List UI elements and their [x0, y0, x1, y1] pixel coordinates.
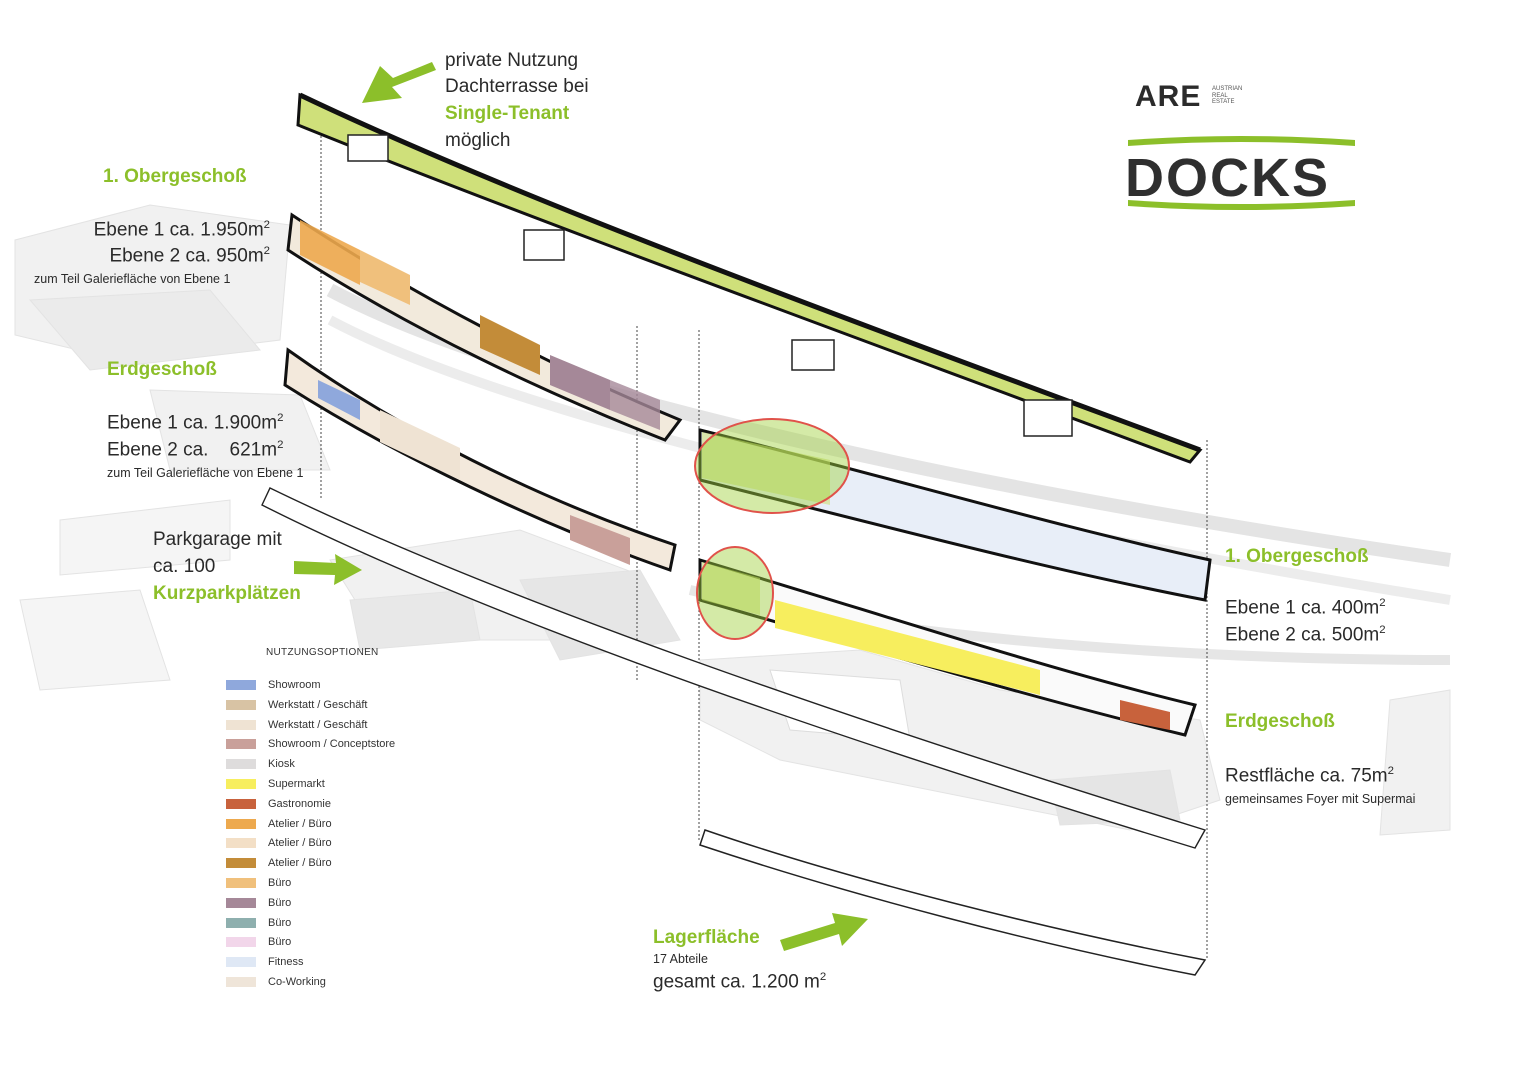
arrow-roof-icon: [362, 62, 436, 103]
legend-item: Gastronomie: [226, 797, 331, 811]
legend-swatch: [226, 680, 256, 690]
docks-logo: DOCKS: [1125, 148, 1331, 208]
legend-swatch: [226, 977, 256, 987]
legend-swatch: [226, 878, 256, 888]
legend-label: Showroom / Conceptstore: [268, 738, 396, 751]
storage-basement: [699, 829, 1207, 976]
right-upper-floor: [698, 428, 1212, 602]
right-ground-title: Erdgeschoß: [1225, 711, 1335, 732]
level-guide-lines: [320, 120, 1208, 960]
left-ground-area-1: Ebene 1 ca. 1.900m2: [107, 412, 284, 434]
right-upper-area-2: Ebene 2 ca. 500m2: [1225, 624, 1386, 646]
legend-swatch: [226, 818, 256, 829]
legend-item: Supermarkt: [226, 777, 325, 791]
legend-swatch: [226, 838, 256, 849]
highlight-rings: [694, 418, 850, 640]
left-ground-floor: [283, 347, 677, 572]
arrow-storage-icon: [780, 913, 868, 951]
roof-label-highlight: Single-Tenant: [445, 103, 570, 124]
legend-title: NUTZUNGSOPTIONEN: [266, 647, 379, 658]
legend-label: Büro: [268, 877, 292, 889]
legend-label: Co-Working: [268, 976, 326, 988]
legend-label: Fitness: [268, 956, 304, 969]
legend-item: Atelier / Büro: [226, 836, 332, 850]
legend-swatch: [226, 739, 256, 750]
legend-swatch: [226, 699, 256, 710]
legend-swatch: [226, 897, 256, 908]
legend-item: Fitness: [226, 955, 303, 969]
legend-label: Büro: [268, 936, 292, 949]
storage-title: Lagerfläche: [653, 927, 760, 948]
left-upper-area-1: Ebene 1 ca. 1.950m2: [93, 219, 270, 241]
legend-label: Atelier / Büro: [268, 857, 332, 870]
left-upper-area-2: Ebene 2 ca. 950m2: [109, 245, 270, 267]
roof-label-line-2: Dachterrasse bei: [445, 76, 589, 97]
legend-swatch: [226, 917, 256, 928]
are-logo: ARE: [1135, 80, 1202, 113]
legend-item: Büro: [226, 916, 291, 930]
left-ground-title: Erdgeschoß: [107, 359, 217, 380]
arrows: [294, 62, 868, 951]
legend-item: Kiosk: [226, 757, 295, 771]
legend-item: Büro: [226, 876, 291, 890]
legend-swatch: [226, 719, 256, 730]
legend-item: Atelier / Büro: [226, 817, 332, 831]
legend-swatch: [226, 858, 256, 869]
legend-label: Gastronomie: [268, 797, 331, 810]
parking-line-2: ca. 100: [153, 556, 216, 577]
legend-label: Showroom: [268, 679, 321, 691]
roof-terrace: [296, 92, 1203, 464]
legend-item: Showroom / Conceptstore: [226, 737, 395, 751]
parking-highlight: Kurzparkplätzen: [153, 583, 301, 604]
storage-total: gesamt ca. 1.200 m2: [653, 971, 827, 993]
legend-item: Büro: [226, 896, 291, 910]
roof-label-line-4: möglich: [445, 130, 511, 151]
arrow-parking-icon: [294, 554, 362, 585]
parking-line-1: Parkgarage mit: [153, 529, 282, 550]
legend-label: Werkstatt / Geschäft: [268, 698, 368, 711]
legend-item: Werkstatt / Geschäft: [226, 718, 367, 732]
right-upper-title: 1. Obergeschoß: [1225, 546, 1369, 567]
roof-label-line-1: private Nutzung: [445, 50, 579, 71]
are-logo-subtext: AUSTRIAN REAL ESTATE: [1212, 86, 1243, 105]
legend-label: Büro: [268, 896, 292, 909]
storage-sub: 17 Abteile: [653, 952, 708, 966]
right-ground-floor: [698, 557, 1197, 737]
legend-swatch: [226, 798, 256, 809]
left-ground-note: zum Teil Galeriefläche von Ebene 1: [107, 466, 304, 480]
legend-swatch: [226, 779, 256, 789]
site-background: [14, 204, 1452, 836]
legend-label: Supermarkt: [268, 778, 325, 790]
logo-bars: [1128, 136, 1355, 210]
right-ground-note: gemeinsames Foyer mit Supermai: [1225, 792, 1416, 806]
legend-item: Showroom: [226, 678, 321, 692]
legend-swatch: [226, 759, 256, 770]
legend-item: Büro: [226, 935, 291, 949]
left-upper-floor: [286, 212, 683, 442]
legend-label: Kiosk: [268, 758, 295, 771]
legend-swatch: [226, 957, 256, 968]
legend-label: Atelier / Büro: [268, 817, 332, 830]
legend-item: Atelier / Büro: [226, 856, 332, 870]
left-ground-area-2: Ebene 2 ca. 621m2: [107, 439, 284, 461]
right-ground-area: Restfläche ca. 75m2: [1225, 765, 1394, 787]
legend-label: Büro: [268, 916, 292, 929]
legend-item: Co-Working: [226, 975, 326, 989]
parking-garage: [261, 487, 1207, 849]
legend-label: Atelier / Büro: [268, 837, 332, 850]
legend-swatch: [226, 937, 256, 948]
right-upper-area-1: Ebene 1 ca. 400m2: [1225, 597, 1386, 619]
legend-item: Werkstatt / Geschäft: [226, 698, 367, 712]
legend-label: Werkstatt / Geschäft: [268, 718, 368, 731]
left-upper-note: zum Teil Galeriefläche von Ebene 1: [34, 272, 231, 286]
left-upper-title: 1. Obergeschoß: [103, 166, 247, 187]
